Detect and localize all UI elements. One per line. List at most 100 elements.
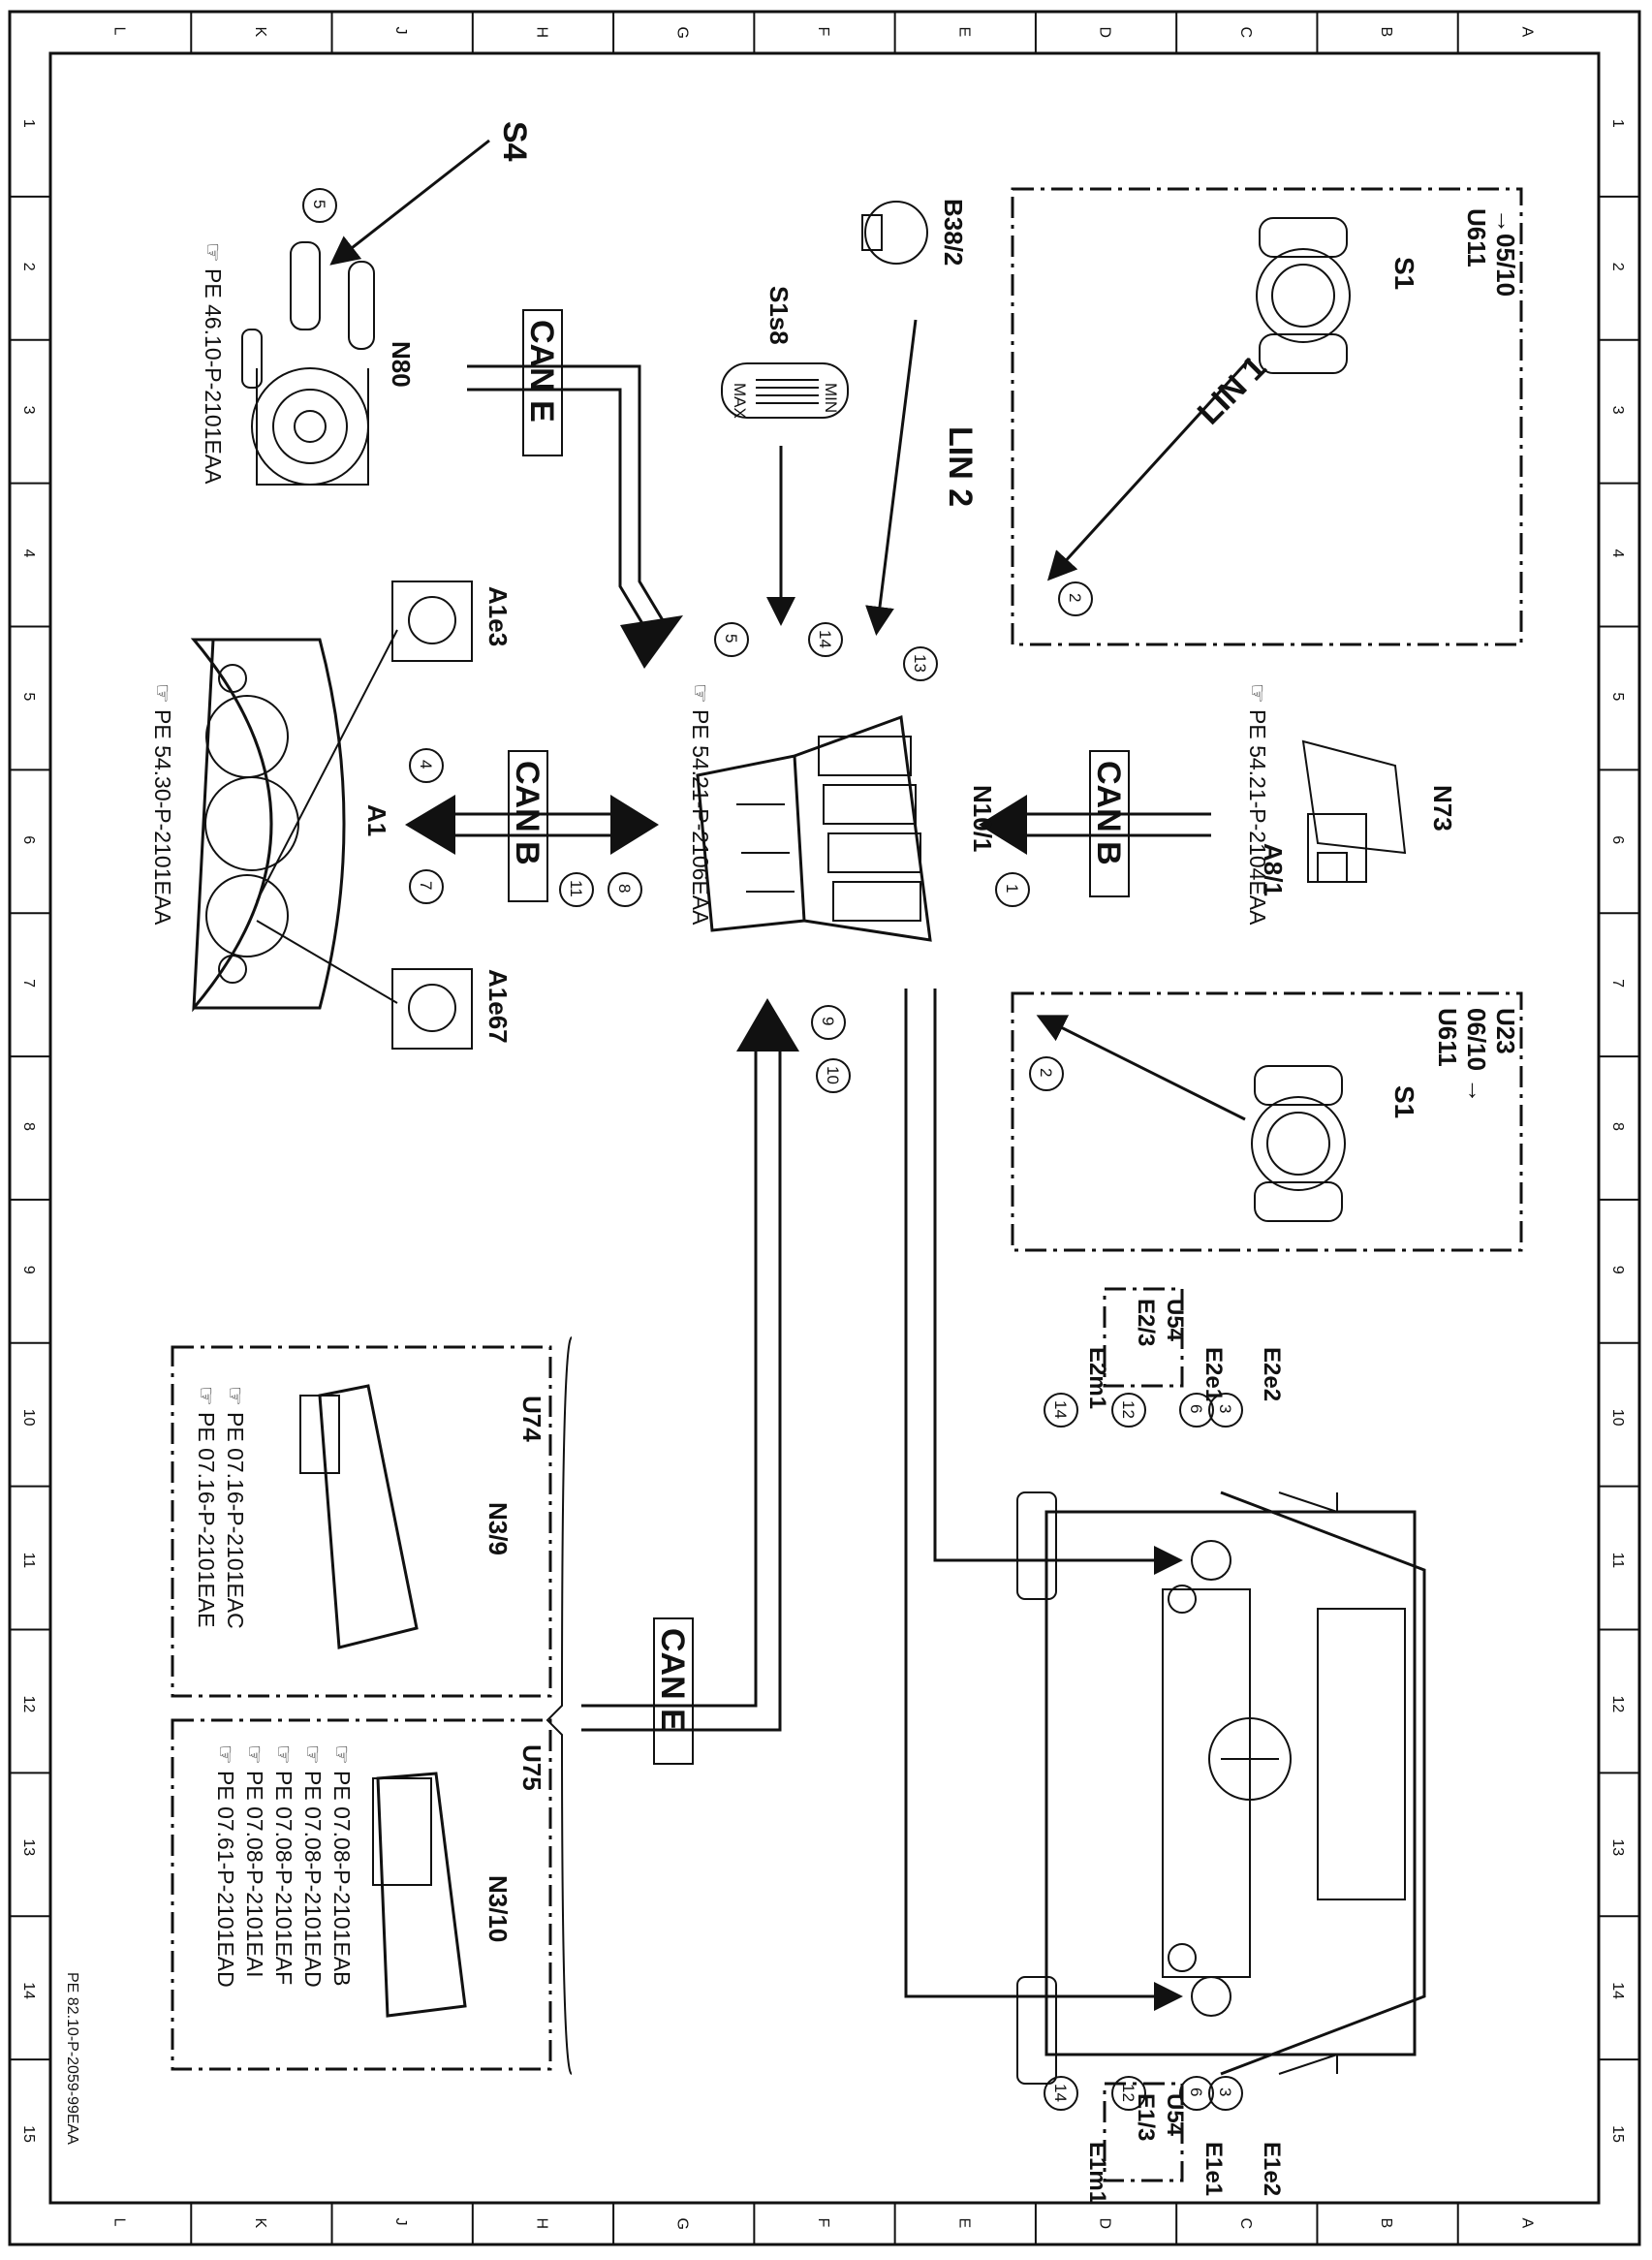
e1e2-label: E1e2: [1259, 2142, 1285, 2196]
lin1-arrow: [1046, 357, 1252, 581]
grid-row-number: 11: [20, 1553, 37, 1569]
grid-row-number: 5: [20, 692, 37, 701]
grid-column-letter: E: [955, 2218, 972, 2229]
grid-column-letter: K: [252, 2218, 268, 2229]
grid-column-letter: A: [1518, 27, 1535, 38]
right-callout-3: 3: [1216, 2087, 1234, 2096]
n10-1-module-icon: [696, 714, 932, 942]
left-callout-12: 12: [1119, 1400, 1138, 1419]
grid-row-number: 2: [1609, 263, 1626, 271]
u74-group: U74 N3/9 ☞ PE 07.16-P-2101EAC ☞ PE 07.16…: [171, 1345, 552, 1698]
grid-column-letter: L: [111, 2218, 128, 2227]
grid-row-number: 12: [1609, 1695, 1626, 1712]
grid-row-number: 7: [20, 979, 37, 988]
s1s8-label: S1s8: [764, 286, 794, 345]
grid-column-letter: D: [1097, 2218, 1113, 2230]
s1s8-max: MAX: [731, 383, 749, 419]
grid-row-number: 15: [20, 2125, 37, 2143]
right-callout-12: 12: [1119, 2084, 1138, 2102]
s4-callout-circle: [302, 188, 337, 223]
s1s8-icon: [721, 362, 849, 419]
u75-label: U75: [517, 1744, 546, 1791]
s4-label: S4: [496, 121, 533, 162]
s4-arrow: [329, 139, 490, 266]
grid-column-letter: H: [533, 2218, 549, 2230]
grid-column-letter: C: [1237, 27, 1254, 39]
u74-u75-brace: [545, 1336, 573, 2075]
a1e67-box: [391, 968, 473, 1050]
headlamp-right-labels: E1e2 E1e1 U54 E1/3 E1m1 3 6 12 14: [1044, 2076, 1285, 2204]
grid-row-number: 14: [1609, 1982, 1626, 1999]
instrument-cluster-icon: [190, 638, 346, 1013]
grid-row-number: 8: [20, 1122, 37, 1131]
grid-row-number: 1: [1609, 119, 1626, 128]
headlamp-left-labels: E2e2 E2e1 U54 E2/3 E2m1 3 6 12 14: [1044, 1287, 1285, 1428]
can-e-top-bus: CAN E: [467, 309, 683, 669]
n10-callout-13: 13: [911, 654, 929, 673]
b38-2-label: B38/2: [939, 199, 968, 266]
u54-left-label: U54: [1162, 1299, 1188, 1342]
a1-ref: ☞ PE 54.30-P-2101EAA: [150, 683, 175, 926]
u611-top-code: U611: [1462, 208, 1491, 267]
a1e67-icon: [408, 984, 456, 1032]
grid-column-letter: F: [815, 27, 831, 37]
u611-top-callout: 2: [1066, 593, 1084, 602]
can-e-top-label: CAN E: [523, 320, 560, 423]
grid-column-letter: H: [533, 27, 549, 39]
grid-row-number: 3: [1609, 406, 1626, 415]
u75-ref-1: ☞ PE 07.08-P-2101EAB: [329, 1744, 355, 1987]
grid-row-number: 8: [1609, 1122, 1626, 1131]
right-callout-6: 6: [1187, 2087, 1205, 2096]
grid-column-letter: E: [955, 27, 972, 38]
a8-1-label: A8/1: [1259, 843, 1288, 896]
a1e67-leader: [256, 920, 398, 1004]
e1e1-label: E1e1: [1200, 2142, 1227, 2196]
e1-3-label: E1/3: [1133, 2093, 1159, 2141]
n80-switch-icon: [241, 241, 375, 486]
grid-row-number: 9: [1609, 1266, 1626, 1274]
s4-n80-group: S4 5 N80 ☞ PE 46.10-P-2101EAA: [201, 121, 533, 486]
u74-ref-1: ☞ PE 07.16-P-2101EAC: [223, 1386, 248, 1629]
u611-bottom-callout: 2: [1037, 1068, 1055, 1077]
grid-row-number: 15: [1609, 2125, 1626, 2143]
can-b-left-label: CAN B: [509, 761, 545, 865]
a1-label: A1: [362, 804, 391, 836]
e1m1-label: E1m1: [1084, 2142, 1110, 2204]
grid-row-number: 10: [20, 1409, 37, 1427]
grid-row-number: 4: [20, 549, 37, 558]
grid-column-letter: B: [1378, 2218, 1394, 2229]
u54-right-label: U54: [1162, 2093, 1188, 2137]
n80-ref: ☞ PE 46.10-P-2101EAA: [201, 242, 226, 485]
grid-row-number: 13: [1609, 1838, 1626, 1856]
grid-column-letter: K: [252, 27, 268, 38]
left-callout-6: 6: [1187, 1404, 1205, 1413]
grid-row-number: 5: [1609, 692, 1626, 701]
grid-row-number: 3: [20, 406, 37, 415]
grid-row-number: 6: [1609, 835, 1626, 844]
a1-group: A1 ☞ PE 54.30-P-2101EAA A1e3 A1e67: [150, 581, 513, 1050]
s1-top-icon: [1256, 217, 1351, 374]
n3-10-label: N3/10: [483, 1875, 513, 1942]
grid-column-letter: A: [1518, 2218, 1535, 2229]
u611-bottom-box: [1011, 991, 1523, 1252]
u75-group: U75 N3/10 ☞ PE 07.08-P-2101EAB ☞ PE 07.0…: [171, 1718, 552, 2071]
e2-3-label: E2/3: [1133, 1299, 1159, 1346]
grid-row-number: 4: [1609, 549, 1626, 558]
grid-column-letter: L: [111, 27, 128, 36]
n3-10-module-icon: [372, 1772, 467, 2018]
a1e3-box: [391, 581, 473, 662]
grid-row-number: 14: [20, 1982, 37, 1999]
grid-row-number: 11: [1609, 1553, 1626, 1569]
grid-column-letter: C: [1237, 2218, 1254, 2230]
u75-box: [171, 1718, 552, 2071]
grid-row-number: 9: [20, 1266, 37, 1274]
s1-bottom-icon: [1251, 1065, 1346, 1222]
n3-9-label: N3/9: [483, 1502, 513, 1555]
s4-callout: 5: [310, 200, 328, 208]
grid-row-number: 6: [20, 835, 37, 844]
grid-column-letter: J: [392, 27, 409, 35]
can-b-left-bus: CAN B 4 7: [405, 748, 659, 904]
n10-1-group: N10/1 ☞ PE 54.21-P-2106EAA 5 14 13 1 9 1…: [559, 622, 1030, 1093]
can-e-bottom-label: CAN E: [654, 1628, 691, 1731]
